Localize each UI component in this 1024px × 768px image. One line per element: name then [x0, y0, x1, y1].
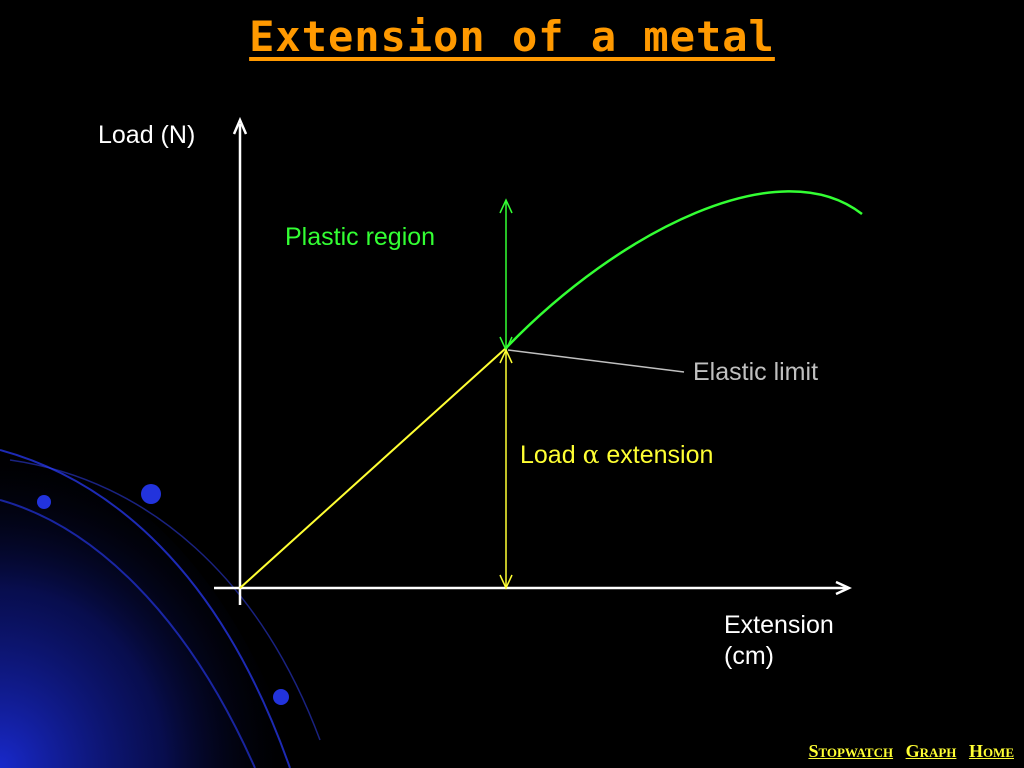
stopwatch-link[interactable]: Stopwatch — [808, 741, 894, 761]
graph-link[interactable]: Graph — [905, 741, 957, 761]
axes — [214, 116, 852, 605]
decor-dot — [141, 484, 161, 504]
plastic-region-label: Plastic region — [285, 223, 436, 251]
x-axis-label-line2: (cm) — [724, 642, 774, 671]
elastic-limit-pointer — [507, 349, 685, 373]
decor-dot — [37, 495, 51, 509]
elastic-line — [239, 347, 507, 589]
x-axis-label-line1: Extension — [724, 611, 834, 639]
proportional-symbol: α — [582, 440, 600, 469]
elastic-limit-label: Elastic limit — [693, 358, 819, 386]
elastic-region-arrow — [499, 348, 513, 590]
x-axis-arrow — [835, 580, 852, 596]
slide-title: Extension of a metal — [249, 12, 775, 61]
proportional-label: Load α extension — [520, 439, 713, 471]
decor-dot — [273, 689, 289, 705]
background-decoration — [0, 440, 321, 768]
y-axis-label: Load (N) — [98, 121, 196, 149]
x-axis-label: Extension (cm) — [724, 610, 834, 673]
proportional-prefix: Load — [520, 441, 583, 469]
y-axis-arrow — [232, 116, 248, 135]
proportional-suffix: extension — [599, 441, 714, 469]
nav-links: Stopwatch Graph Home — [800, 741, 1014, 762]
plastic-region-arrow — [499, 198, 513, 352]
plastic-curve — [505, 190, 863, 349]
home-link[interactable]: Home — [968, 741, 1014, 761]
